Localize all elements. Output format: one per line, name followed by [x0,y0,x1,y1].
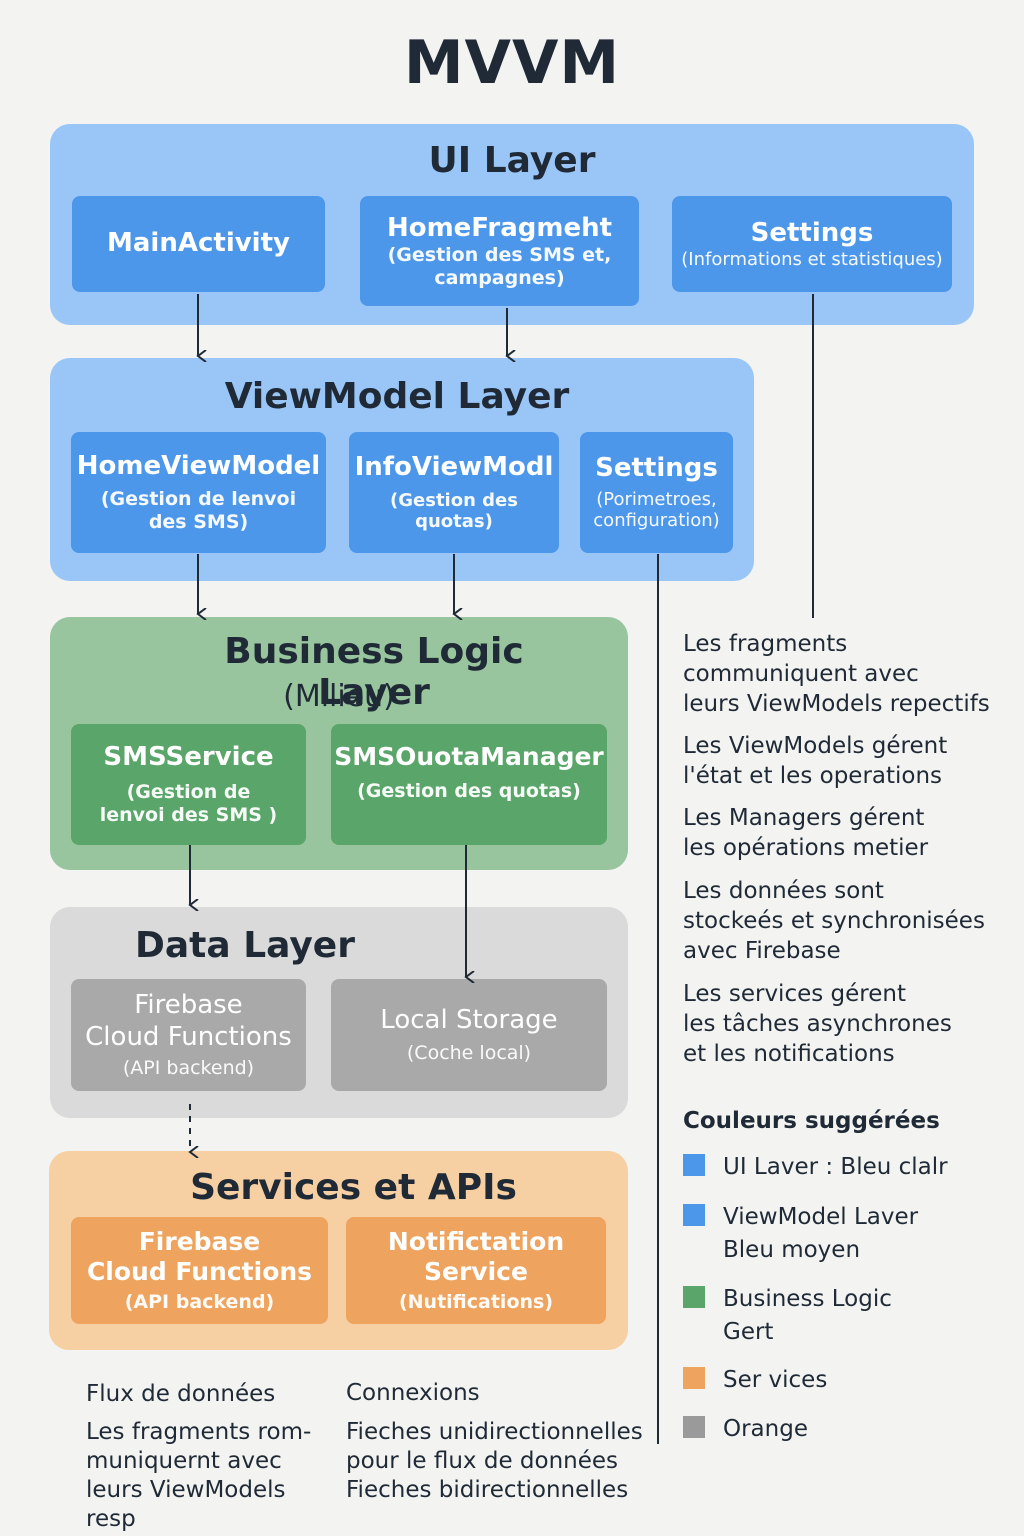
note-data: Les données sont stockeés et synchronisé… [683,878,985,964]
box-name: MainActivity [107,228,290,259]
home-viewmodel-box: HomeViewModel (Gestion de lenvoi des SMS… [71,432,326,553]
data-layer-title: Data Layer [135,925,355,966]
legend-label: ViewModel Laver Bleu moyen [723,1204,919,1263]
business-layer-title: Business Logic Layer [224,631,524,713]
legend-item-viewmodel: ViewModel Laver Bleu moyen [683,1201,918,1267]
box-name: InfoViewModl [354,452,554,483]
business-logic-layer: Business Logic Layer (Milieu) SMSService… [50,617,628,870]
note-viewmodels: Les ViewModels gérent l'état et les oper… [683,733,948,789]
sms-service-box: SMSService (Gestion de lenvoi des SMS ) [71,724,306,845]
box-name: Notifictation Service [387,1227,565,1287]
legend-label: Business Logic Gert [723,1286,892,1345]
legend-swatch [683,1204,705,1226]
legend-item-services: Ser vices [683,1364,827,1397]
business-layer-subtitle: (Milieu) [283,679,395,714]
ui-layer-title: UI Layer [428,140,596,181]
services-layer-title: Services et APIs [190,1167,517,1208]
box-name: HomeFragmeht [386,212,613,243]
firebase-cloud-functions-service-box: Firebase Cloud Functions (API backend) [71,1217,328,1324]
settings-box: Settings (Informations et statistiques) [672,196,952,292]
settings-viewmodel-box: Settings (Porimetroes, configuration) [580,432,733,553]
box-subtitle: (Gestion des quotas) [357,780,581,802]
box-name: Firebase Cloud Functions [85,990,292,1052]
legend-label: Orange [723,1416,808,1442]
legend-label: UI Laver : Bleu clalr [723,1154,948,1180]
box-subtitle: (Porimetroes, configuration) [593,488,720,532]
notification-service-box: Notifictation Service (Nutifications) [346,1217,606,1324]
footer-flux-text: Les fragments rom- muniquernt avec leurs… [86,1419,312,1532]
legend-swatch [683,1367,705,1389]
box-name: Settings [595,453,718,484]
footer-flux-title: Flux de données [86,1381,276,1407]
box-name: HomeViewModel [76,451,321,482]
firebase-cloud-functions-data-box: Firebase Cloud Functions (API backend) [71,979,306,1091]
box-name: Settings [750,217,874,248]
box-subtitle: (Informations et statistiques) [681,248,943,270]
box-subtitle: (Coche local) [406,1042,532,1065]
footer-connexions-title: Connexions [346,1380,480,1406]
data-layer: Data Layer Firebase Cloud Functions (API… [50,907,628,1118]
legend-swatch [683,1154,705,1176]
sms-quota-manager-box: SMSOuotaManager (Gestion des quotas) [331,724,607,845]
box-subtitle: (Gestion des quotas) [390,489,518,533]
box-subtitle: (API backend) [124,1291,275,1314]
box-subtitle: (Gestion de lenvoi des SMS ) [99,781,278,827]
legend-item-ui: UI Laver : Bleu clalr [683,1151,948,1184]
legend-title: Couleurs suggérées [683,1108,940,1134]
box-name: Firebase Cloud Functions [86,1227,313,1287]
box-name: SMSService [103,742,274,773]
footer-connexions-text: Fieches unidirectionnelles pour le flux … [346,1419,643,1503]
box-name: Local Storage [380,1005,558,1035]
legend-swatch [683,1286,705,1308]
legend-swatch [683,1416,705,1438]
box-subtitle: (Gestion de lenvoi des SMS) [100,488,297,534]
main-activity-box: MainActivity [72,196,325,292]
home-fragment-box: HomeFragmeht (Gestion des SMS et, campag… [360,196,639,306]
viewmodel-layer-title: ViewModel Layer [224,376,570,417]
box-subtitle: (Nutifications) [398,1291,554,1314]
legend-item-orange: Orange [683,1413,808,1446]
local-storage-box: Local Storage (Coche local) [331,979,607,1091]
legend-item-business: Business Logic Gert [683,1283,892,1349]
box-subtitle: (Gestion des SMS et, campagnes) [387,243,612,289]
legend-label: Ser vices [723,1367,828,1393]
box-name: SMSOuotaManager [334,742,604,771]
info-viewmodel-box: InfoViewModl (Gestion des quotas) [349,432,559,553]
viewmodel-layer: ViewModel Layer HomeViewModel (Gestion d… [50,358,754,581]
diagram-title: MVVM [403,28,621,98]
box-subtitle: (API backend) [122,1056,255,1079]
services-layer: Services et APIs Firebase Cloud Function… [49,1151,628,1350]
note-fragments: Les fragments communiquent avec leurs Vi… [683,631,990,717]
note-managers: Les Managers gérent les opérations metie… [683,805,929,861]
ui-layer: UI Layer MainActivity HomeFragmeht (Gest… [50,124,974,325]
note-services: Les services gérent les tâches asynchron… [683,981,952,1067]
